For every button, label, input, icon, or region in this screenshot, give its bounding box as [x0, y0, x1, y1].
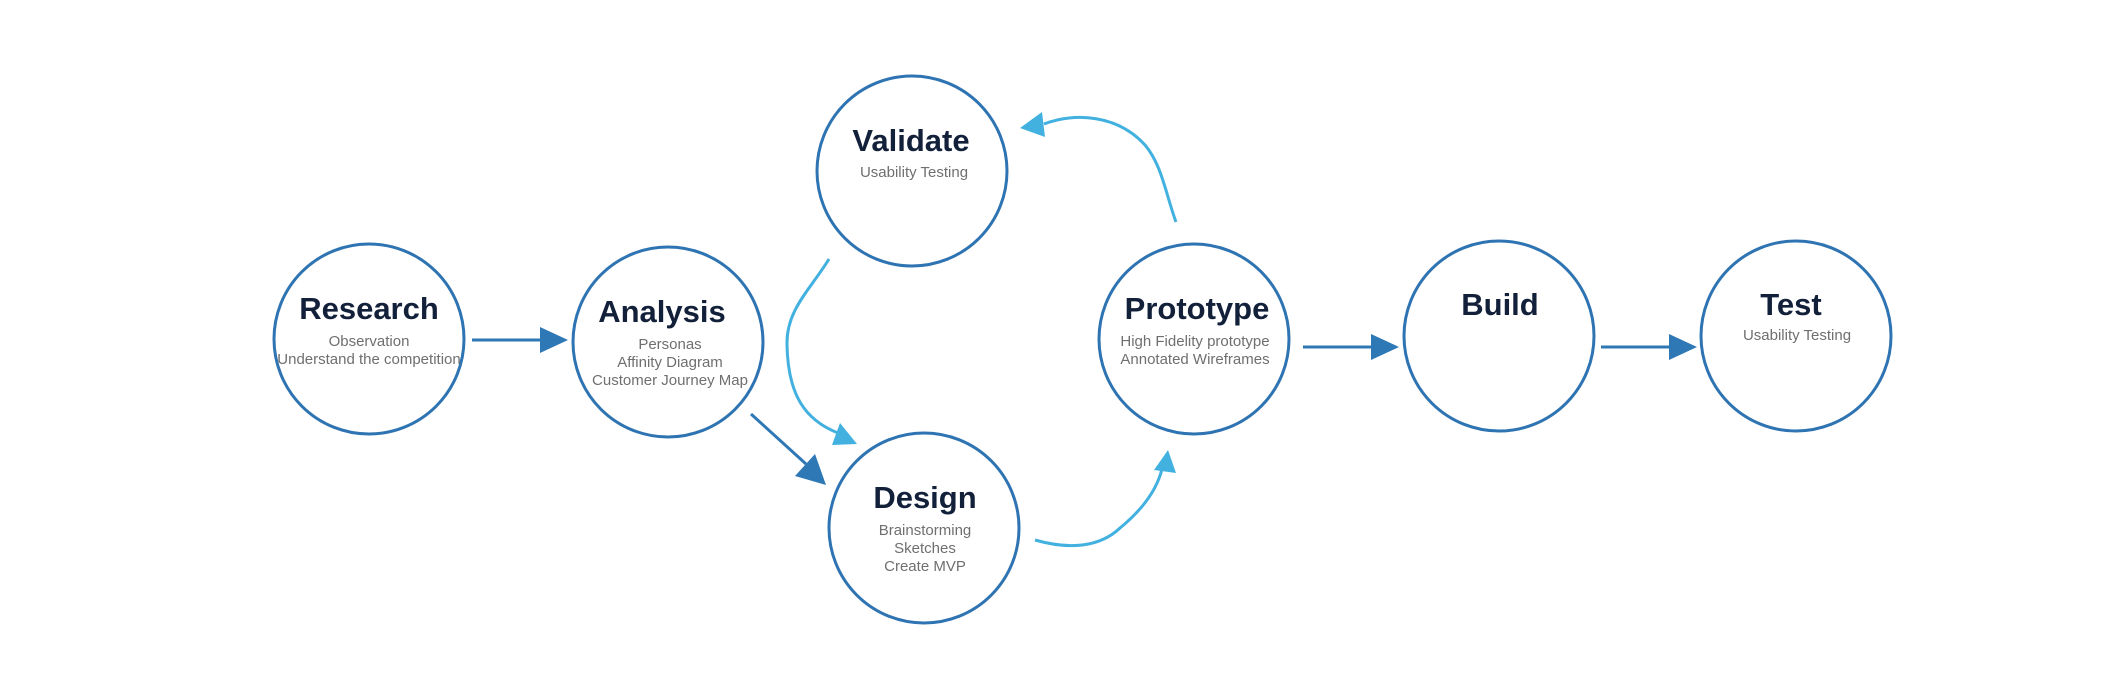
node-research-line: Understand the competition — [277, 351, 460, 368]
node-build: Build — [1402, 239, 1596, 433]
node-prototype: Prototype High Fidelity prototype Annota… — [1097, 242, 1291, 436]
node-prototype-line: Annotated Wireframes — [1120, 351, 1269, 368]
node-research: Research Observation Understand the comp… — [272, 242, 466, 436]
node-design-line: Sketches — [894, 540, 956, 557]
node-test: Test Usability Testing — [1699, 239, 1893, 433]
arrow-analysis-to-design — [749, 412, 826, 485]
arrow-research-to-analysis — [472, 327, 568, 353]
node-research-line: Observation — [329, 333, 410, 350]
node-design-line: Create MVP — [884, 558, 966, 575]
node-analysis-title: Analysis — [598, 294, 726, 329]
node-research-title: Research — [299, 291, 439, 326]
arrow-prototype-to-validate — [1020, 112, 1178, 223]
node-test-line: Usability Testing — [1743, 327, 1851, 344]
node-validate: Validate Usability Testing — [815, 74, 1009, 268]
arrow-prototype-to-build — [1303, 334, 1399, 360]
node-test-title: Test — [1760, 287, 1821, 322]
node-analysis-line: Affinity Diagram — [617, 354, 723, 371]
node-validate-circle — [815, 74, 1009, 268]
node-design-title: Design — [873, 480, 976, 515]
arrow-design-to-prototype — [1034, 450, 1176, 548]
node-prototype-line: High Fidelity prototype — [1120, 333, 1269, 350]
node-analysis-line: Personas — [638, 336, 701, 353]
node-analysis-line: Customer Journey Map — [592, 372, 748, 389]
node-test-circle — [1699, 239, 1893, 433]
node-design: Design Brainstorming Sketches Create MVP — [827, 431, 1021, 625]
node-prototype-circle — [1097, 242, 1291, 436]
node-validate-line: Usability Testing — [860, 164, 968, 181]
node-build-title: Build — [1461, 287, 1539, 322]
node-design-circle — [827, 431, 1021, 625]
node-research-circle — [272, 242, 466, 436]
arrow-validate-to-design — [785, 258, 857, 445]
node-design-line: Brainstorming — [879, 522, 972, 539]
node-build-circle — [1402, 239, 1596, 433]
node-validate-title: Validate — [852, 123, 969, 158]
arrow-build-to-test — [1601, 334, 1697, 360]
node-analysis: Analysis Personas Affinity Diagram Custo… — [571, 245, 765, 439]
node-prototype-title: Prototype — [1125, 291, 1270, 326]
flow-arrows — [472, 112, 1697, 548]
node-analysis-circle — [571, 245, 765, 439]
